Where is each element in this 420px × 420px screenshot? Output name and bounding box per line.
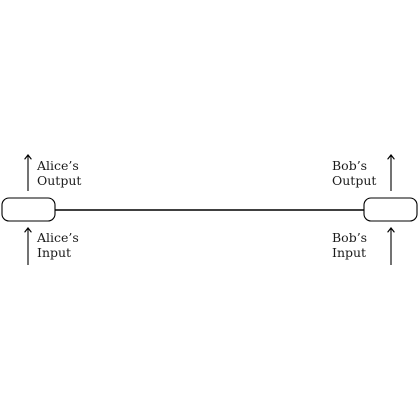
alice-input-label: Alice’s Input — [36, 230, 83, 260]
alice-box — [1, 197, 56, 222]
bob-output-label-line2: Output — [332, 173, 376, 188]
alice-output-label-line2: Output — [37, 173, 81, 188]
alice-input-label-line1: Alice’s — [36, 230, 79, 245]
bob-input-label-line1: Bob’s — [332, 230, 367, 245]
bob-input-label: Bob’s Input — [332, 230, 371, 260]
alice-output-label-line1: Alice’s — [36, 158, 79, 173]
bob-output-label-line1: Bob’s — [332, 158, 367, 173]
bob-input-label-line2: Input — [332, 245, 366, 260]
bob-output-label: Bob’s Output — [332, 158, 376, 188]
alice-input-label-line2: Input — [37, 245, 71, 260]
alice-output-label: Alice’s Output — [36, 158, 83, 188]
bob-box — [363, 197, 418, 222]
